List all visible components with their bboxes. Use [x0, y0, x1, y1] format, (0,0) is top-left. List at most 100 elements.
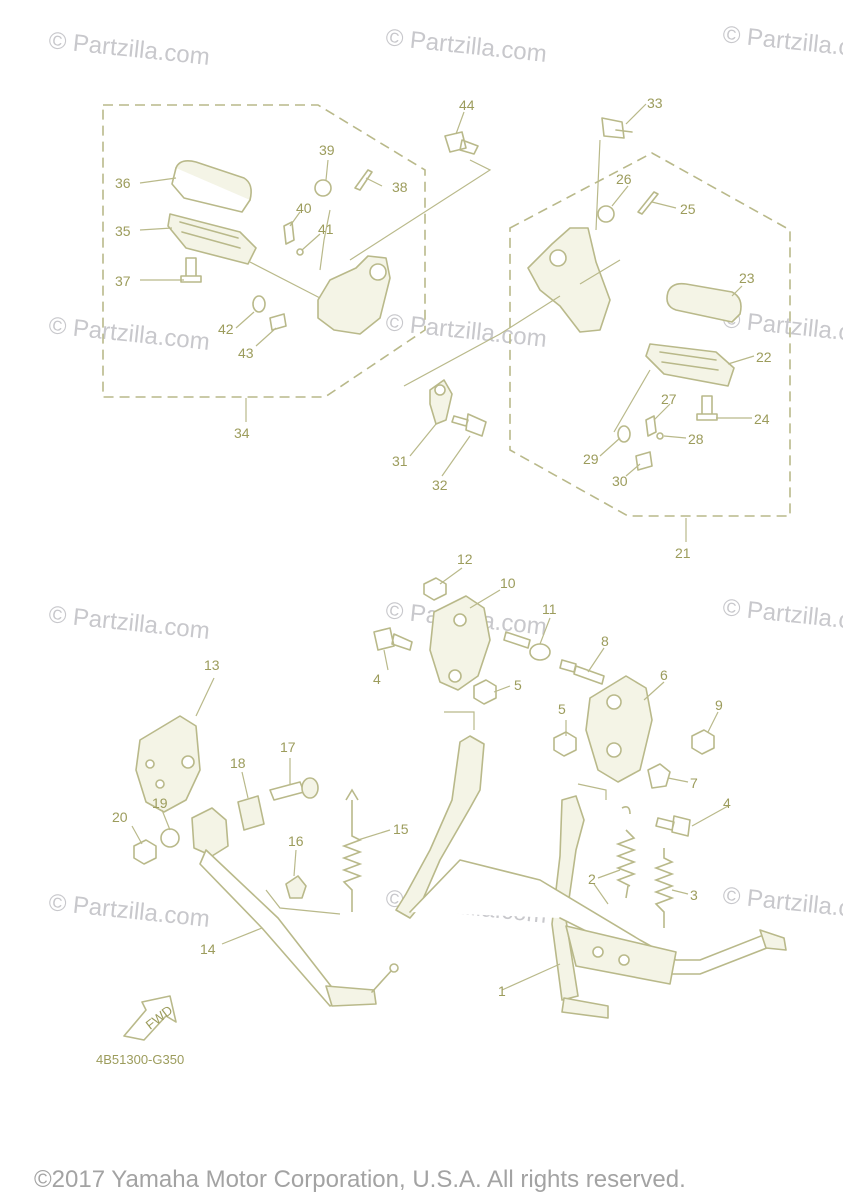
cotter-pin-38: [354, 169, 373, 191]
stand-plate-hole-1: [592, 946, 604, 958]
callout-43: 43: [238, 345, 254, 361]
main-stand-pedal: [759, 929, 787, 951]
bolt-4-right: [655, 815, 691, 837]
bracket-13-hole-a: [145, 759, 155, 769]
cap-7: [647, 763, 671, 789]
callout-30: 30: [612, 473, 628, 489]
side-stand-assembly: [133, 715, 399, 1007]
bracket-10-hole-b: [448, 669, 462, 683]
bracket-10: [429, 595, 491, 691]
nut-30: [635, 451, 653, 471]
callout-40: 40: [296, 200, 312, 216]
callout-20: 20: [112, 809, 128, 825]
callouts: 36 35 37 42 43 40 41 39 38 44 34 33 26 2…: [112, 95, 772, 999]
callout-10: 10: [500, 575, 516, 591]
diagram-code: 4B51300-G350: [96, 1052, 184, 1067]
callout-31: 31: [392, 453, 408, 469]
bracket-6: [585, 675, 653, 783]
callout-28: 28: [688, 431, 704, 447]
callout-18: 18: [230, 755, 246, 771]
ball-41: [296, 248, 304, 256]
callout-14: 14: [200, 941, 216, 957]
side-stand-leads: [265, 889, 341, 915]
bolt-17-shank: [269, 781, 305, 801]
watermark-1: © Partzilla.com: [47, 27, 211, 71]
bracket-13: [135, 715, 201, 813]
callout-16: 16: [288, 833, 304, 849]
callout-36: 36: [115, 175, 131, 191]
bracket-31-32: [403, 295, 561, 437]
main-stand-leads: [444, 711, 609, 991]
cotter-pin-25: [637, 191, 659, 215]
callout-37: 37: [115, 273, 131, 289]
watermark-5: © Partzilla.com: [384, 309, 548, 353]
watermark-10: © Partzilla.com: [47, 889, 211, 933]
washer-19: [160, 828, 180, 848]
callout-3: 3: [690, 887, 698, 903]
spring-3: [653, 848, 675, 928]
callout-5-mid: 5: [558, 701, 566, 717]
side-stand-rod-ball: [389, 963, 399, 973]
left-footrest-assembly: [167, 131, 492, 335]
bolt-24: [696, 395, 718, 421]
bracket-13-hole-c: [181, 755, 195, 769]
assembly-21-outline: [509, 152, 791, 517]
callout-26: 26: [616, 171, 632, 187]
callout-17: 17: [280, 739, 296, 755]
bracket-right-hole: [549, 249, 567, 267]
side-stand-14: [199, 849, 341, 1007]
callout-7: 7: [690, 775, 698, 791]
callout-41: 41: [318, 221, 334, 237]
assembly-34-leads: [249, 159, 492, 299]
bolt-32: [451, 413, 487, 437]
main-stand-foot: [561, 997, 609, 1019]
pin-39: [314, 179, 332, 197]
bolt-37: [180, 257, 202, 283]
bolt-33: [601, 117, 633, 139]
bolt-17-head: [301, 777, 319, 799]
bracket-31-hole: [434, 384, 446, 396]
callout-34: 34: [234, 425, 250, 441]
callout-19: 19: [152, 795, 168, 811]
watermark-4: © Partzilla.com: [47, 312, 211, 356]
footrest-bracket-right: [527, 227, 611, 333]
spring-15: [341, 788, 363, 912]
callout-9: 9: [715, 697, 723, 713]
callout-4-right: 4: [723, 795, 731, 811]
collar-29: [617, 425, 631, 443]
ball-28: [656, 432, 664, 440]
nut-5-mid: [553, 731, 577, 757]
pin-26: [597, 205, 615, 223]
callout-15: 15: [393, 821, 409, 837]
nut-5-top: [473, 679, 497, 705]
callout-leaders: [131, 103, 755, 945]
callout-11: 11: [542, 601, 557, 617]
footrest-rubber-23: [666, 282, 742, 323]
callout-8: 8: [601, 633, 609, 649]
shaft-11: [503, 631, 531, 649]
side-stand-rod: [371, 969, 393, 993]
bracket-6-hole-a: [606, 694, 622, 710]
callout-32: 32: [432, 477, 448, 493]
callout-23: 23: [739, 270, 755, 286]
callout-42: 42: [218, 321, 234, 337]
callout-6: 6: [660, 667, 668, 683]
callout-2: 2: [588, 871, 596, 887]
side-stand-foot: [325, 985, 377, 1007]
callout-25: 25: [680, 201, 696, 217]
bolt-8: [559, 659, 605, 685]
callout-33: 33: [647, 95, 663, 111]
callout-39: 39: [319, 142, 335, 158]
callout-4-top: 4: [373, 671, 381, 687]
collar-11: [529, 643, 551, 661]
collar-18: [237, 795, 265, 831]
callout-24: 24: [754, 411, 770, 427]
nut-9: [691, 729, 715, 755]
footrest-35: [167, 213, 257, 265]
callout-35: 35: [115, 223, 131, 239]
fwd-arrow: FWD: [123, 995, 177, 1041]
callout-22: 22: [756, 349, 772, 365]
watermark-2: © Partzilla.com: [384, 24, 548, 68]
bolt-44: [444, 131, 479, 155]
watermark-9: © Partzilla.com: [721, 594, 843, 638]
